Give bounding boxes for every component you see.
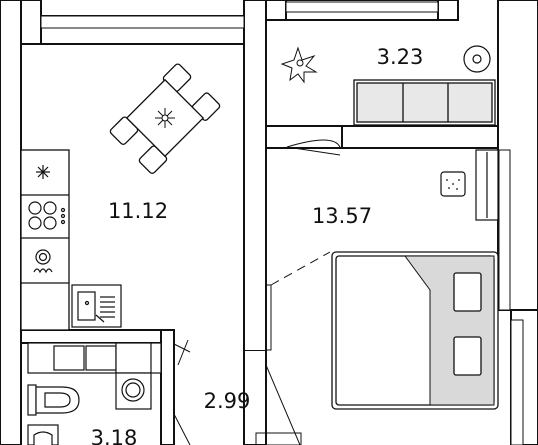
kitchen-window bbox=[40, 15, 245, 29]
windows bbox=[40, 1, 524, 445]
area-label-bathroom: 3.18 bbox=[91, 426, 138, 445]
area-label-loggia: 3.23 bbox=[377, 45, 424, 69]
fridge-icon bbox=[36, 165, 50, 179]
bedroom-window-lower bbox=[510, 319, 524, 445]
dining-table-icon bbox=[109, 63, 221, 174]
bedroom-door-swing bbox=[270, 251, 331, 286]
round-table-icon bbox=[463, 45, 491, 73]
sofa-icon bbox=[353, 79, 496, 126]
wall-loggia-right-top bbox=[437, 0, 459, 21]
balcony-door-opening bbox=[287, 127, 341, 147]
openings bbox=[162, 127, 341, 414]
wall-loggia-bottom-right bbox=[341, 125, 499, 149]
entrance-threshold bbox=[255, 432, 302, 445]
hall-door-opening bbox=[162, 344, 173, 414]
wall-loggia-left bbox=[265, 0, 287, 21]
outer-wall-left bbox=[0, 0, 22, 445]
washing-machine-icon bbox=[27, 342, 162, 410]
bedroom-window bbox=[498, 149, 511, 311]
wall-top-left bbox=[20, 0, 42, 45]
plant-icon bbox=[280, 46, 318, 84]
counter-run bbox=[20, 149, 70, 331]
hall-door-top bbox=[173, 343, 191, 353]
entrance-door-leaf bbox=[265, 364, 301, 445]
washbasin-icon bbox=[27, 424, 59, 445]
area-label-bedroom: 13.57 bbox=[312, 204, 372, 228]
hall-door-bottom bbox=[173, 413, 191, 445]
bedroom-door-opening bbox=[245, 262, 265, 350]
double-bed-icon bbox=[331, 251, 499, 410]
kitchen-counter bbox=[20, 149, 70, 331]
loggia-window bbox=[285, 1, 439, 13]
dishwasher-icon bbox=[33, 249, 53, 274]
doors bbox=[173, 139, 341, 445]
bedroom-door-leaf bbox=[265, 284, 272, 351]
toilet-icon bbox=[27, 384, 80, 416]
area-label-hallway: 2.99 bbox=[204, 389, 251, 413]
kitchen-door-leaf bbox=[177, 339, 189, 366]
wardrobe-icon bbox=[440, 149, 499, 221]
area-label-kitchen: 11.12 bbox=[108, 199, 168, 223]
kitchen-sink-icon bbox=[71, 284, 122, 328]
wall-kitchen-bottom bbox=[20, 329, 162, 344]
cooktop-icon bbox=[28, 201, 66, 230]
balcony-door-leaf bbox=[286, 146, 341, 156]
balcony-door-arc bbox=[286, 139, 341, 148]
